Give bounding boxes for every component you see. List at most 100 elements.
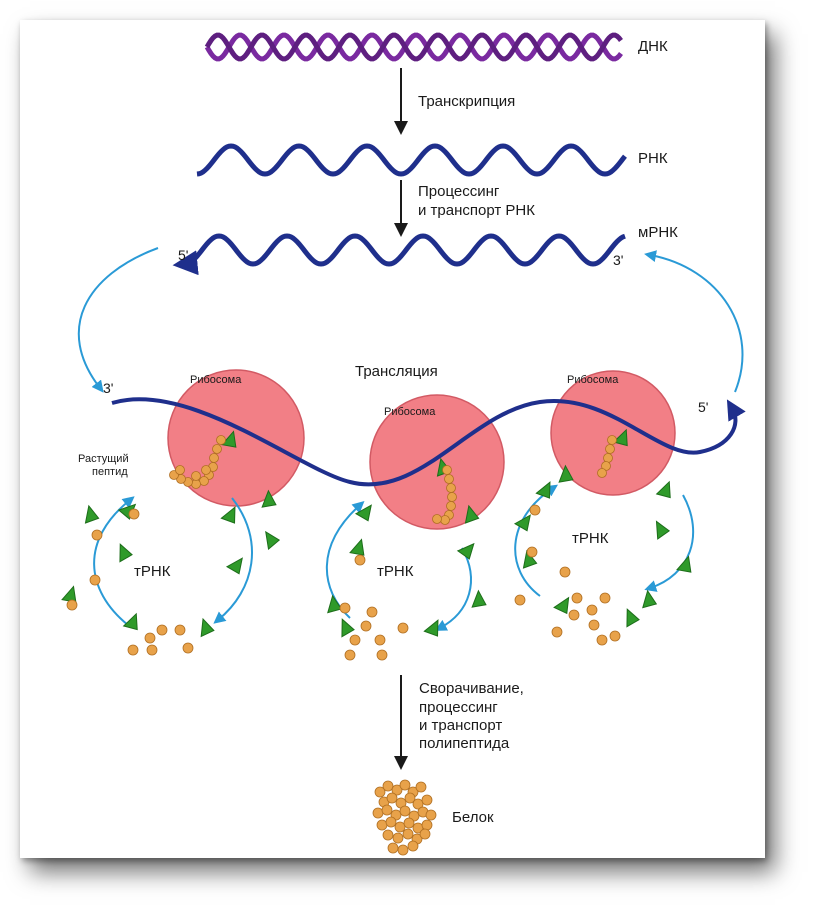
peptide-residue (446, 501, 456, 511)
folding-label-line1: Сворачивание, (419, 680, 524, 697)
folding-label-line2: процессинг (419, 699, 498, 716)
protein-residue (392, 832, 404, 844)
protein-residue (399, 805, 411, 817)
trna-molecule (122, 612, 138, 631)
processing-label-line1: Процессинг (418, 183, 500, 200)
peptide-residue (605, 444, 615, 454)
protein-label: Белок (452, 809, 494, 826)
mrna-5prime-label: 5' (178, 247, 188, 263)
protein-residue (382, 780, 394, 792)
strand-3prime-label: 3' (103, 380, 113, 396)
ribosome-right-label: Рибосома (567, 374, 619, 386)
folding-label-line3: и транспорт (419, 717, 502, 734)
amino-acid (526, 546, 538, 558)
protein-residue (376, 819, 388, 831)
peptide-residue (175, 465, 185, 475)
amino-acid (156, 624, 168, 636)
trna-molecule (655, 520, 671, 540)
growing-peptide-label-line2: пептид (92, 466, 128, 478)
amino-acid (551, 626, 563, 638)
folded-protein (372, 779, 437, 856)
trna-molecule (265, 530, 281, 551)
amino-acid (339, 602, 351, 614)
amino-acid (354, 554, 366, 566)
trna-molecule (221, 430, 237, 448)
amino-acid (568, 609, 580, 621)
protein-residue (425, 809, 437, 821)
amino-acid (360, 620, 372, 632)
trna-molecule (261, 489, 277, 508)
trna-molecule (626, 608, 640, 628)
amino-acid (374, 634, 386, 646)
protein-residue (394, 821, 406, 833)
trna-molecule (200, 617, 215, 638)
amino-acid (89, 574, 101, 586)
strand-5prime-label: 5' (698, 399, 708, 415)
amino-acid (609, 630, 621, 642)
protein-residue (421, 794, 433, 806)
protein-residue (385, 816, 397, 828)
trna-molecule (349, 538, 365, 556)
amino-acid (397, 622, 409, 634)
growing-peptides (169, 435, 617, 525)
trna-molecule (612, 428, 628, 447)
trna-molecule (119, 543, 133, 563)
transcription-label: Транскрипция (418, 93, 515, 110)
dna-helix (204, 32, 623, 62)
protein-residue (403, 817, 415, 829)
protein-residue (415, 781, 427, 793)
trna-molecule (327, 594, 343, 614)
amino-acid (514, 594, 526, 606)
protein-residue (381, 804, 393, 816)
trna-left-label: тРНК (134, 563, 171, 580)
protein-residue (382, 829, 394, 841)
protein-residue (412, 798, 424, 810)
dna-strand-a (204, 32, 623, 62)
trna-molecule (354, 504, 372, 522)
trna-molecules (61, 428, 692, 638)
protein-residue (387, 842, 399, 854)
amino-acid (529, 504, 541, 516)
amino-acid (144, 632, 156, 644)
mrna-label: мРНК (638, 224, 678, 241)
trna-molecule (642, 589, 658, 609)
amino-acid (588, 619, 600, 631)
trna-molecule (220, 506, 236, 524)
amino-acid (349, 634, 361, 646)
trna-cycle-left (93, 496, 253, 626)
amino-acid (128, 508, 140, 520)
amino-acid (376, 649, 388, 661)
trna-molecule (456, 542, 475, 560)
protein-residue (421, 819, 433, 831)
dna-label: ДНК (638, 38, 668, 55)
amino-acid (182, 642, 194, 654)
processing-label-line2: и транспорт РНК (418, 202, 535, 219)
ribosome-right (550, 370, 676, 496)
folding-label-line4: полипептида (419, 735, 510, 752)
peptide-residue (603, 453, 613, 463)
peptide-residue (212, 444, 222, 454)
trna-molecule (471, 589, 487, 608)
peptide-residue (216, 435, 226, 445)
rna-strand (196, 143, 627, 177)
trna-molecule (655, 480, 671, 499)
ribosome-left-label: Рибосома (190, 374, 242, 386)
amino-acid (174, 624, 186, 636)
amino-acid (344, 649, 356, 661)
peptide-residue (446, 483, 456, 493)
amino-acid (366, 606, 378, 618)
peptide-residue (444, 474, 454, 484)
free-amino-acids (66, 504, 621, 661)
ribosome-middle (369, 394, 505, 530)
trna-molecule (535, 481, 551, 499)
protein-residue (386, 792, 398, 804)
protein-residue (391, 784, 403, 796)
translation-to-mrna-arrow-right (644, 250, 744, 393)
mrna-strand (172, 233, 626, 276)
trna-molecule (84, 504, 100, 524)
trna-right-label: тРНК (572, 530, 609, 547)
amino-acid (66, 599, 78, 611)
peptide-residue (201, 465, 211, 475)
amino-acid (127, 644, 139, 656)
amino-acid (596, 634, 608, 646)
